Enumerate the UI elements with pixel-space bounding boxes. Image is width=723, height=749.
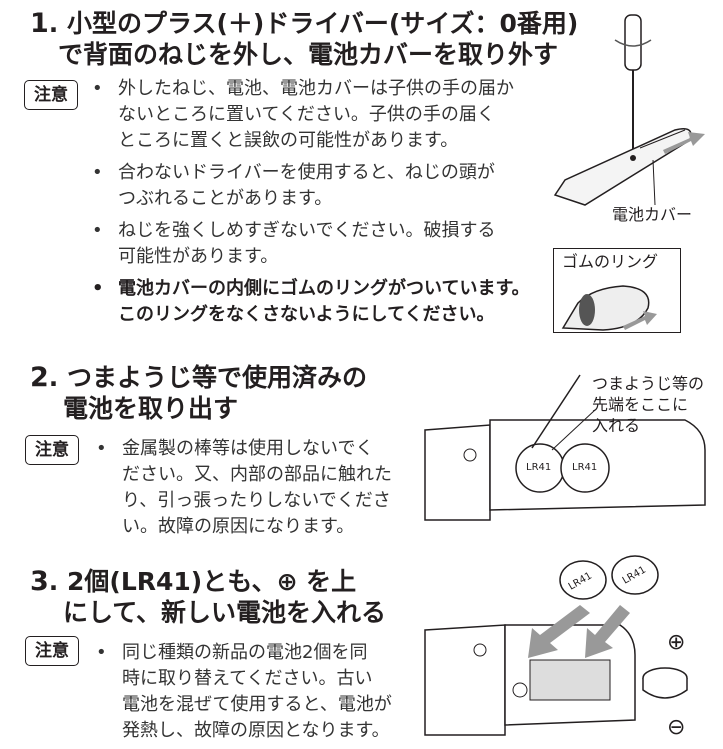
step-number: 3: [30, 566, 49, 597]
note-line: このリングをなくさないようにしてください。: [118, 304, 495, 325]
caution-notes: • 同じ種類の新品の電池2個を同時に取り替えてください。古い電池を混ぜて使用すると…: [96, 640, 392, 749]
battery-insert-illustration: [424, 555, 659, 736]
caution-badge: 注意: [25, 636, 79, 666]
heading-line: 小型のプラス(＋)ドライバー(サイズ：0番用): [67, 9, 579, 38]
note-line: ねじを強くしめすぎないでください。破損する: [118, 220, 496, 241]
step-1-heading: 1. 小型のプラス(＋)ドライバー(サイズ：0番用) で背面のねじを外し、電池カ…: [30, 8, 579, 69]
battery-cover-label: 電池カバー: [612, 205, 693, 224]
bullet: •: [92, 278, 104, 299]
note-line: 外したねじ、電池、電池カバーは子供の手の届か: [118, 78, 514, 99]
rubber-ring-label: ゴムのリング: [562, 252, 659, 272]
label-line: 先端をここに: [592, 395, 689, 414]
heading-line: にして、新しい電池を入れる: [63, 598, 387, 627]
caution-notes: • 金属製の棒等は使用しないでください。又、内部の部品に触れたり、引っ張ったりしな…: [96, 436, 392, 546]
note-item: • 金属製の棒等は使用しないでください。又、内部の部品に触れたり、引っ張ったりしな…: [96, 436, 392, 540]
plus-terminal-icon: ⊕: [667, 630, 686, 655]
heading-line: つまようじ等で使用済みの: [67, 363, 368, 392]
note-item: • ねじを強くしめすぎないでください。破損する可能性があります。: [92, 218, 530, 270]
note-item: • 外したねじ、電池、電池カバーは子供の手の届かないところに置いてください。子供の…: [92, 76, 530, 154]
note-line: ないところに置いてください。子供の手の届く: [118, 104, 495, 125]
note-line: ださい。又、内部の部品に触れた: [122, 464, 392, 485]
heading-line: 電池を取り出す: [63, 394, 239, 423]
note-line: 発熱し、故障の原因となります。: [122, 720, 390, 741]
bullet: •: [92, 162, 103, 183]
battery-label: LR41: [526, 462, 552, 473]
note-line: ところに置くと誤飲の可能性があります。: [118, 130, 459, 151]
bullet: •: [92, 78, 103, 99]
note-item: • 合わないドライバーを使用すると、ねじの頭がつぶれることがあります。: [92, 160, 530, 212]
note-line: つぶれることがあります。: [118, 188, 333, 209]
step-number: 1: [30, 8, 49, 39]
battery-removal-illustration: [424, 374, 706, 521]
heading-line: で背面のねじを外し、電池カバーを取り外す: [58, 40, 559, 69]
note-line: 時に取り替えてください。古い: [122, 668, 373, 689]
caution-badge: 注意: [25, 435, 79, 465]
screwdriver-illustration: [553, 14, 705, 206]
battery-label: LR41: [572, 462, 598, 473]
note-line: 合わないドライバーを使用すると、ねじの頭が: [118, 162, 495, 183]
label-line: 入れる: [592, 416, 641, 435]
step-3-heading: 3. 2個(LR41)とも、⊕ を上 にして、新しい電池を入れる: [30, 566, 387, 627]
bullet: •: [92, 220, 103, 241]
note-line: 同じ種類の新品の電池2個を同: [122, 642, 368, 663]
note-line: い。故障の原因になります。: [122, 516, 355, 537]
note-line: 電池を混ぜて使用すると、電池が: [122, 694, 392, 715]
bullet: •: [96, 438, 107, 459]
heading-line: 2個(LR41)とも、⊕ を上: [67, 567, 357, 596]
note-line: 電池カバーの内側にゴムのリングがついています。: [118, 278, 530, 299]
label-line: つまようじ等の: [592, 374, 705, 393]
bullet: •: [96, 642, 107, 663]
step-number: 2: [30, 362, 49, 393]
note-line: り、引っ張ったりしないでくださ: [122, 490, 391, 511]
note-item-important: • 電池カバーの内側にゴムのリングがついています。このリングをなくさないようにして…: [92, 276, 530, 328]
note-line: 可能性があります。: [118, 246, 279, 267]
caution-badge: 注意: [24, 80, 78, 110]
toothpick-tip-label: つまようじ等の 先端をここに 入れる: [592, 373, 704, 436]
note-line: 金属製の棒等は使用しないでく: [122, 438, 374, 459]
step-2-heading: 2. つまようじ等で使用済みの 電池を取り出す: [30, 362, 368, 423]
caution-notes: • 外したねじ、電池、電池カバーは子供の手の届かないところに置いてください。子供の…: [92, 76, 530, 334]
loose-battery-illustration: [642, 667, 688, 699]
note-item: • 同じ種類の新品の電池2個を同時に取り替えてください。古い電池を混ぜて使用すると…: [96, 640, 392, 744]
minus-terminal-icon: ⊖: [667, 715, 686, 740]
